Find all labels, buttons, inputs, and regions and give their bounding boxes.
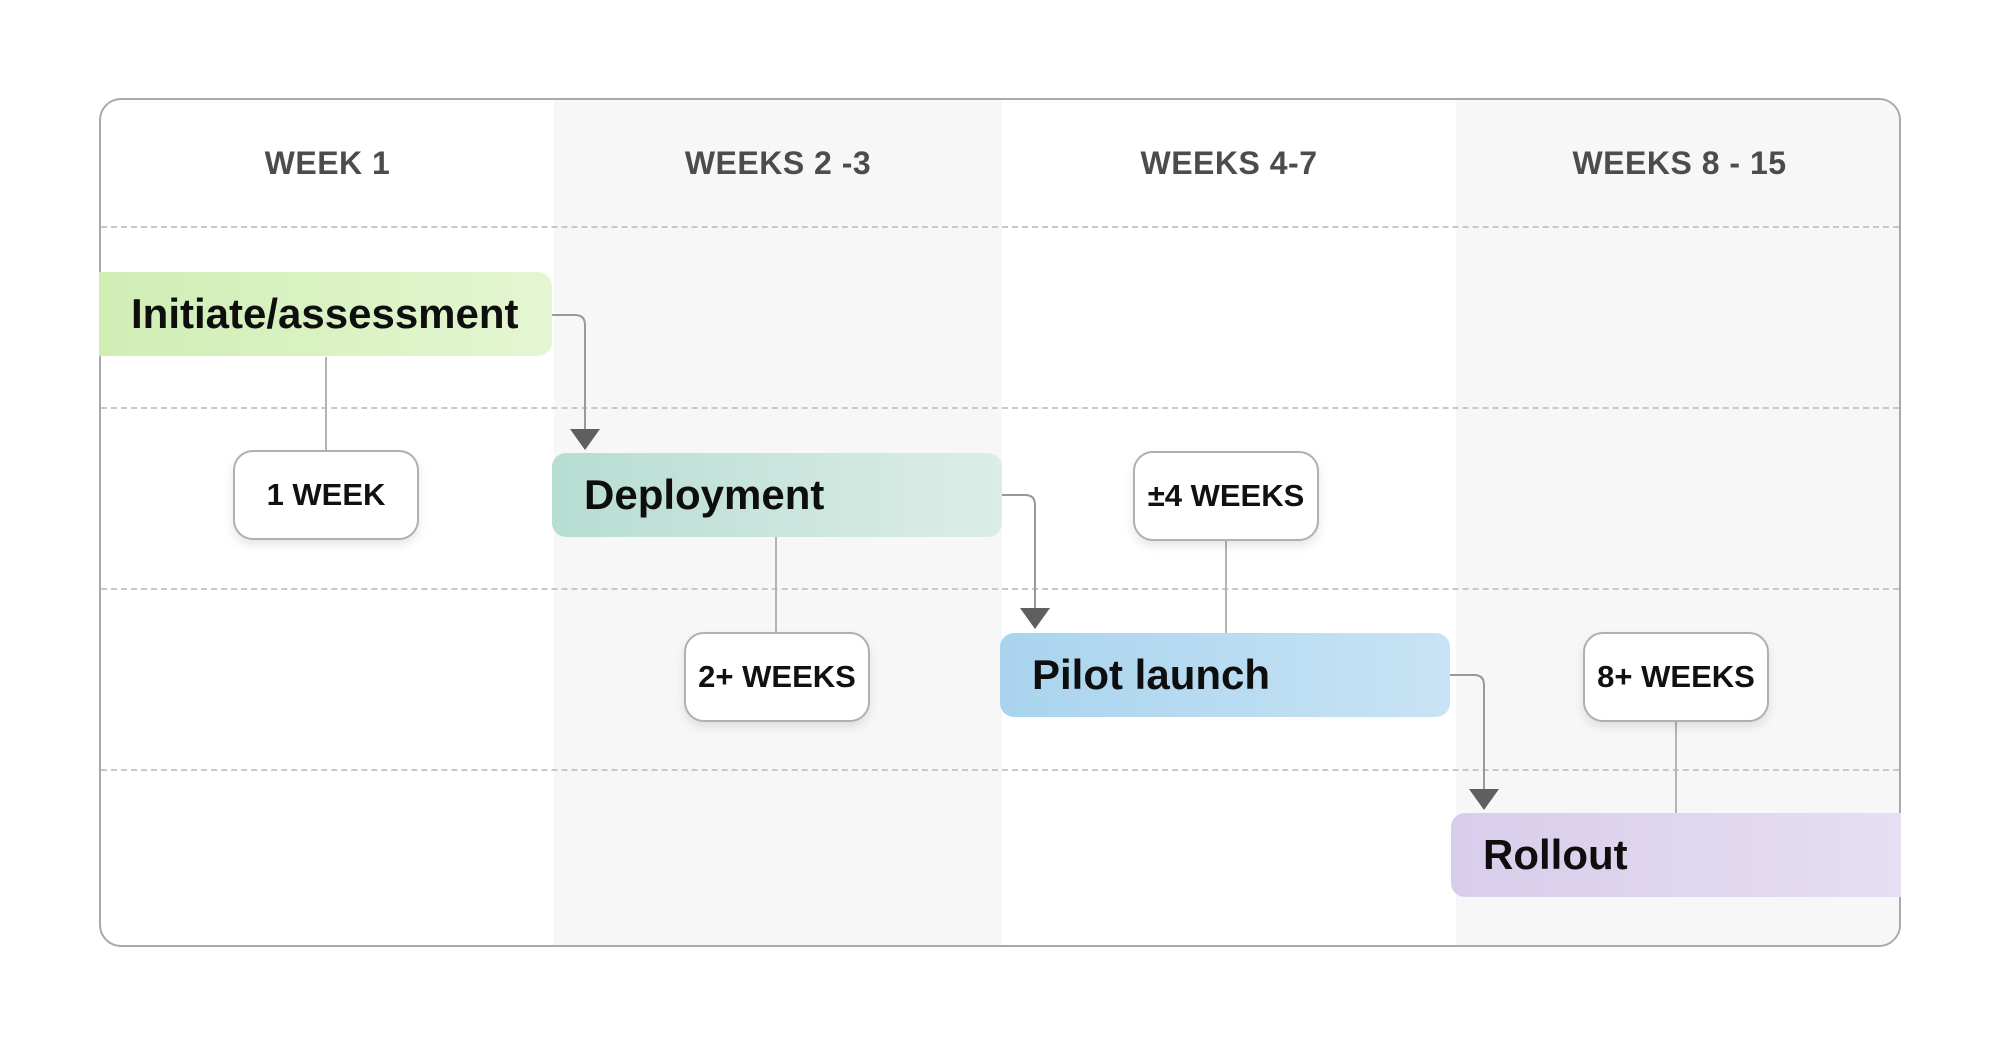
duration-callout-1-week: 1 WEEK [233,450,419,540]
row-separator-1 [101,226,1899,228]
column-header-weeks-8-15: WEEKS 8 - 15 [1572,144,1787,181]
timeline-card: WEEK 1 WEEKS 2 -3 WEEKS 4-7 WEEKS 8 - 15 [99,98,1901,947]
row-separator-2 [101,407,1899,409]
column-header-week-1: WEEK 1 [264,144,391,181]
duration-label-1-week: 1 WEEK [266,477,386,512]
row-separator-4 [101,769,1899,771]
duration-callout-8-weeks: 8+ WEEKS [1583,632,1769,722]
phase-bar-initiate-assessment: Initiate/assessment [99,272,552,356]
duration-callout-2-weeks: 2+ WEEKS [684,632,870,722]
phase-bar-rollout: Rollout [1451,813,1901,897]
column-header-weeks-2-3: WEEKS 2 -3 [684,144,872,181]
phase-bar-deployment: Deployment [552,453,1002,537]
phase-label-initiate-assessment: Initiate/assessment [131,290,519,337]
duration-label-8-weeks: 8+ WEEKS [1597,659,1755,694]
column-stripe-weeks-8-15 [1456,100,1899,945]
phase-label-pilot-launch: Pilot launch [1032,651,1271,698]
duration-callout-4-weeks: ±4 WEEKS [1133,451,1319,541]
phase-label-deployment: Deployment [584,471,825,518]
row-separator-3 [101,588,1899,590]
phase-bar-pilot-launch: Pilot launch [1000,633,1450,717]
duration-label-4-weeks: ±4 WEEKS [1147,478,1305,513]
column-header-weeks-4-7: WEEKS 4-7 [1140,144,1318,181]
phase-label-rollout: Rollout [1483,831,1628,878]
duration-label-2-weeks: 2+ WEEKS [698,659,856,694]
